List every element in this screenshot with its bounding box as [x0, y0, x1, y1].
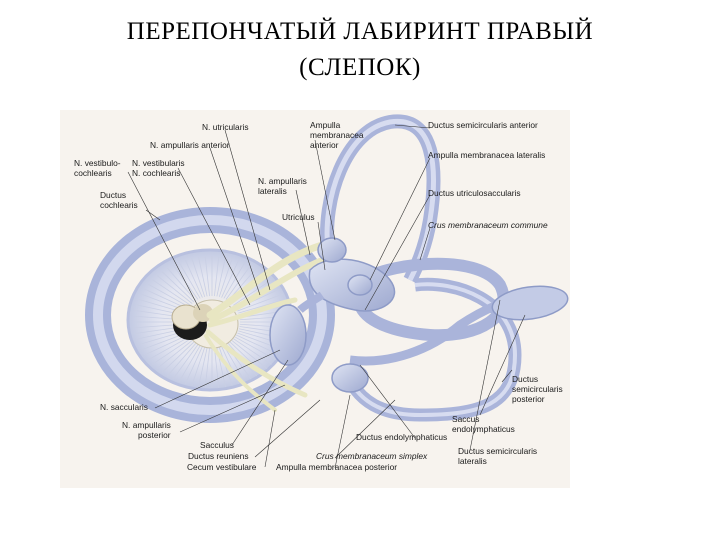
cochlea-striation: [184, 259, 203, 298]
cochlea-striation: [161, 341, 195, 373]
label-ductus-reuniens: Ductus reuniens: [188, 451, 249, 461]
cochlea-striation: [166, 343, 197, 377]
cochlea-striation: [204, 347, 210, 388]
label-sacculus: Sacculus: [200, 440, 234, 450]
label-n-vestibularis: N. vestibularis: [132, 158, 185, 168]
label-crus-simplex: Crus membranaceum simplex: [316, 451, 428, 461]
cochlea-striation: [184, 346, 203, 385]
label-ductus-utriculosaccularis: Ductus utriculosaccularis: [428, 188, 521, 198]
cochlea-striation: [223, 345, 246, 383]
endolymphatic-sac: [491, 285, 569, 321]
cochlea-striation: [214, 347, 220, 388]
cochlea-striation: [198, 256, 208, 297]
cochlea-striation: [161, 271, 195, 303]
posterior-ampulla: [331, 363, 369, 393]
label-n-cochlearis: N. cochlearis: [132, 168, 180, 178]
label-ductus-semicircularis-posterior-2: semicircularis: [512, 384, 563, 394]
label-n-ampullaris-lateralis-2: lateralis: [258, 186, 287, 196]
leader-lines: [127, 124, 526, 469]
cochlea-striation: [234, 336, 277, 361]
cochlea-striation: [233, 279, 272, 306]
slide-subtitle: (СЛЕПОК): [299, 54, 421, 81]
slide-title: ПЕРЕПОНЧАТЫЙ ЛАБИРИНТ ПРАВЫЙ: [126, 18, 594, 45]
cochlea-striation: [216, 256, 226, 297]
cochlea-striation: [218, 258, 233, 298]
cochlea-striation: [238, 299, 286, 314]
label-n-vestibulocochlearis-1: N. vestibulo-: [74, 158, 121, 168]
label-saccus-endolymphaticus-1: Saccus: [452, 414, 479, 424]
cochlea-striation: [144, 334, 188, 356]
label-crus-commune: Crus membranaceum commune: [428, 220, 548, 230]
label-utriculus: Utriculus: [282, 212, 315, 222]
label-ampulla-anterior-3: anterior: [310, 140, 339, 150]
label-n-ampullaris-anterior: N. ampullaris anterior: [150, 140, 230, 150]
labels: N. utricularis N. ampullaris anterior N.…: [74, 120, 563, 472]
lateral-ampulla: [347, 274, 373, 296]
label-n-ampullaris-posterior-2: posterior: [138, 430, 171, 440]
label-n-ampullaris-lateralis-1: N. ampullaris: [258, 176, 307, 186]
cochlea-striation: [156, 275, 193, 304]
cochlea-striation: [237, 293, 283, 312]
cochlea-striation: [147, 283, 190, 308]
label-n-ampullaris-posterior-1: N. ampullaris: [122, 420, 171, 430]
label-cecum-vestibulare: Cecum vestibulare: [187, 462, 257, 472]
cochlea-striation: [152, 279, 191, 306]
label-ampulla-anterior-2: membranacea: [310, 130, 364, 140]
label-ampulla-posterior: Ampulla membranacea posterior: [276, 462, 397, 472]
label-ductus-semicircularis-posterior-3: posterior: [512, 394, 545, 404]
cochlea-striation: [191, 346, 206, 386]
cochlea-striation: [172, 344, 199, 380]
cochlea-striation: [223, 261, 246, 299]
label-ductus-semicircularis-lateralis-2: lateralis: [458, 456, 487, 466]
label-ductus-endolymphaticus: Ductus endolymphaticus: [356, 432, 447, 442]
label-ductus-cochlearis-2: cochlearis: [100, 200, 138, 210]
saccule: [269, 304, 307, 366]
label-ductus-cochlearis-1: Ductus: [100, 190, 126, 200]
cochlea-striation: [166, 267, 197, 301]
label-ampulla-lateralis: Ampulla membranacea lateralis: [428, 150, 545, 160]
cochlea-striation: [152, 338, 191, 365]
label-n-saccularis: N. saccularis: [100, 402, 148, 412]
labyrinth-illustration: N. utricularis N. ampullaris anterior N.…: [60, 110, 570, 488]
cochlea-striation: [204, 256, 210, 297]
endolymphatic-duct: [349, 301, 497, 366]
label-n-vestibulocochlearis-2: cochlearis: [74, 168, 112, 178]
nerve-bundles: [204, 241, 326, 412]
cochlea-striation: [156, 340, 193, 369]
cochlea-striation: [191, 258, 206, 298]
cochlea-striation: [221, 259, 240, 298]
label-ampulla-anterior-1: Ampulla: [310, 120, 341, 130]
cochlea-striation: [233, 338, 272, 365]
cochlea-striation: [178, 345, 201, 383]
label-saccus-endolymphaticus-2: endolymphaticus: [452, 424, 515, 434]
label-ductus-semicircularis-lateralis-1: Ductus semicircularis: [458, 446, 537, 456]
label-ductus-semicircularis-posterior-1: Ductus: [512, 374, 538, 384]
cochlea-striation: [231, 340, 268, 369]
anterior-ampulla: [317, 237, 347, 263]
cochlea-striation: [147, 336, 190, 361]
cochlea-striation: [225, 264, 252, 300]
cochlea-striation: [178, 261, 201, 299]
cochlea-striation: [214, 256, 220, 297]
cochlea-striation: [198, 347, 208, 388]
label-ductus-semicircularis-anterior: Ductus semicircularis anterior: [428, 120, 538, 130]
label-n-utricularis: N. utricularis: [202, 122, 249, 132]
